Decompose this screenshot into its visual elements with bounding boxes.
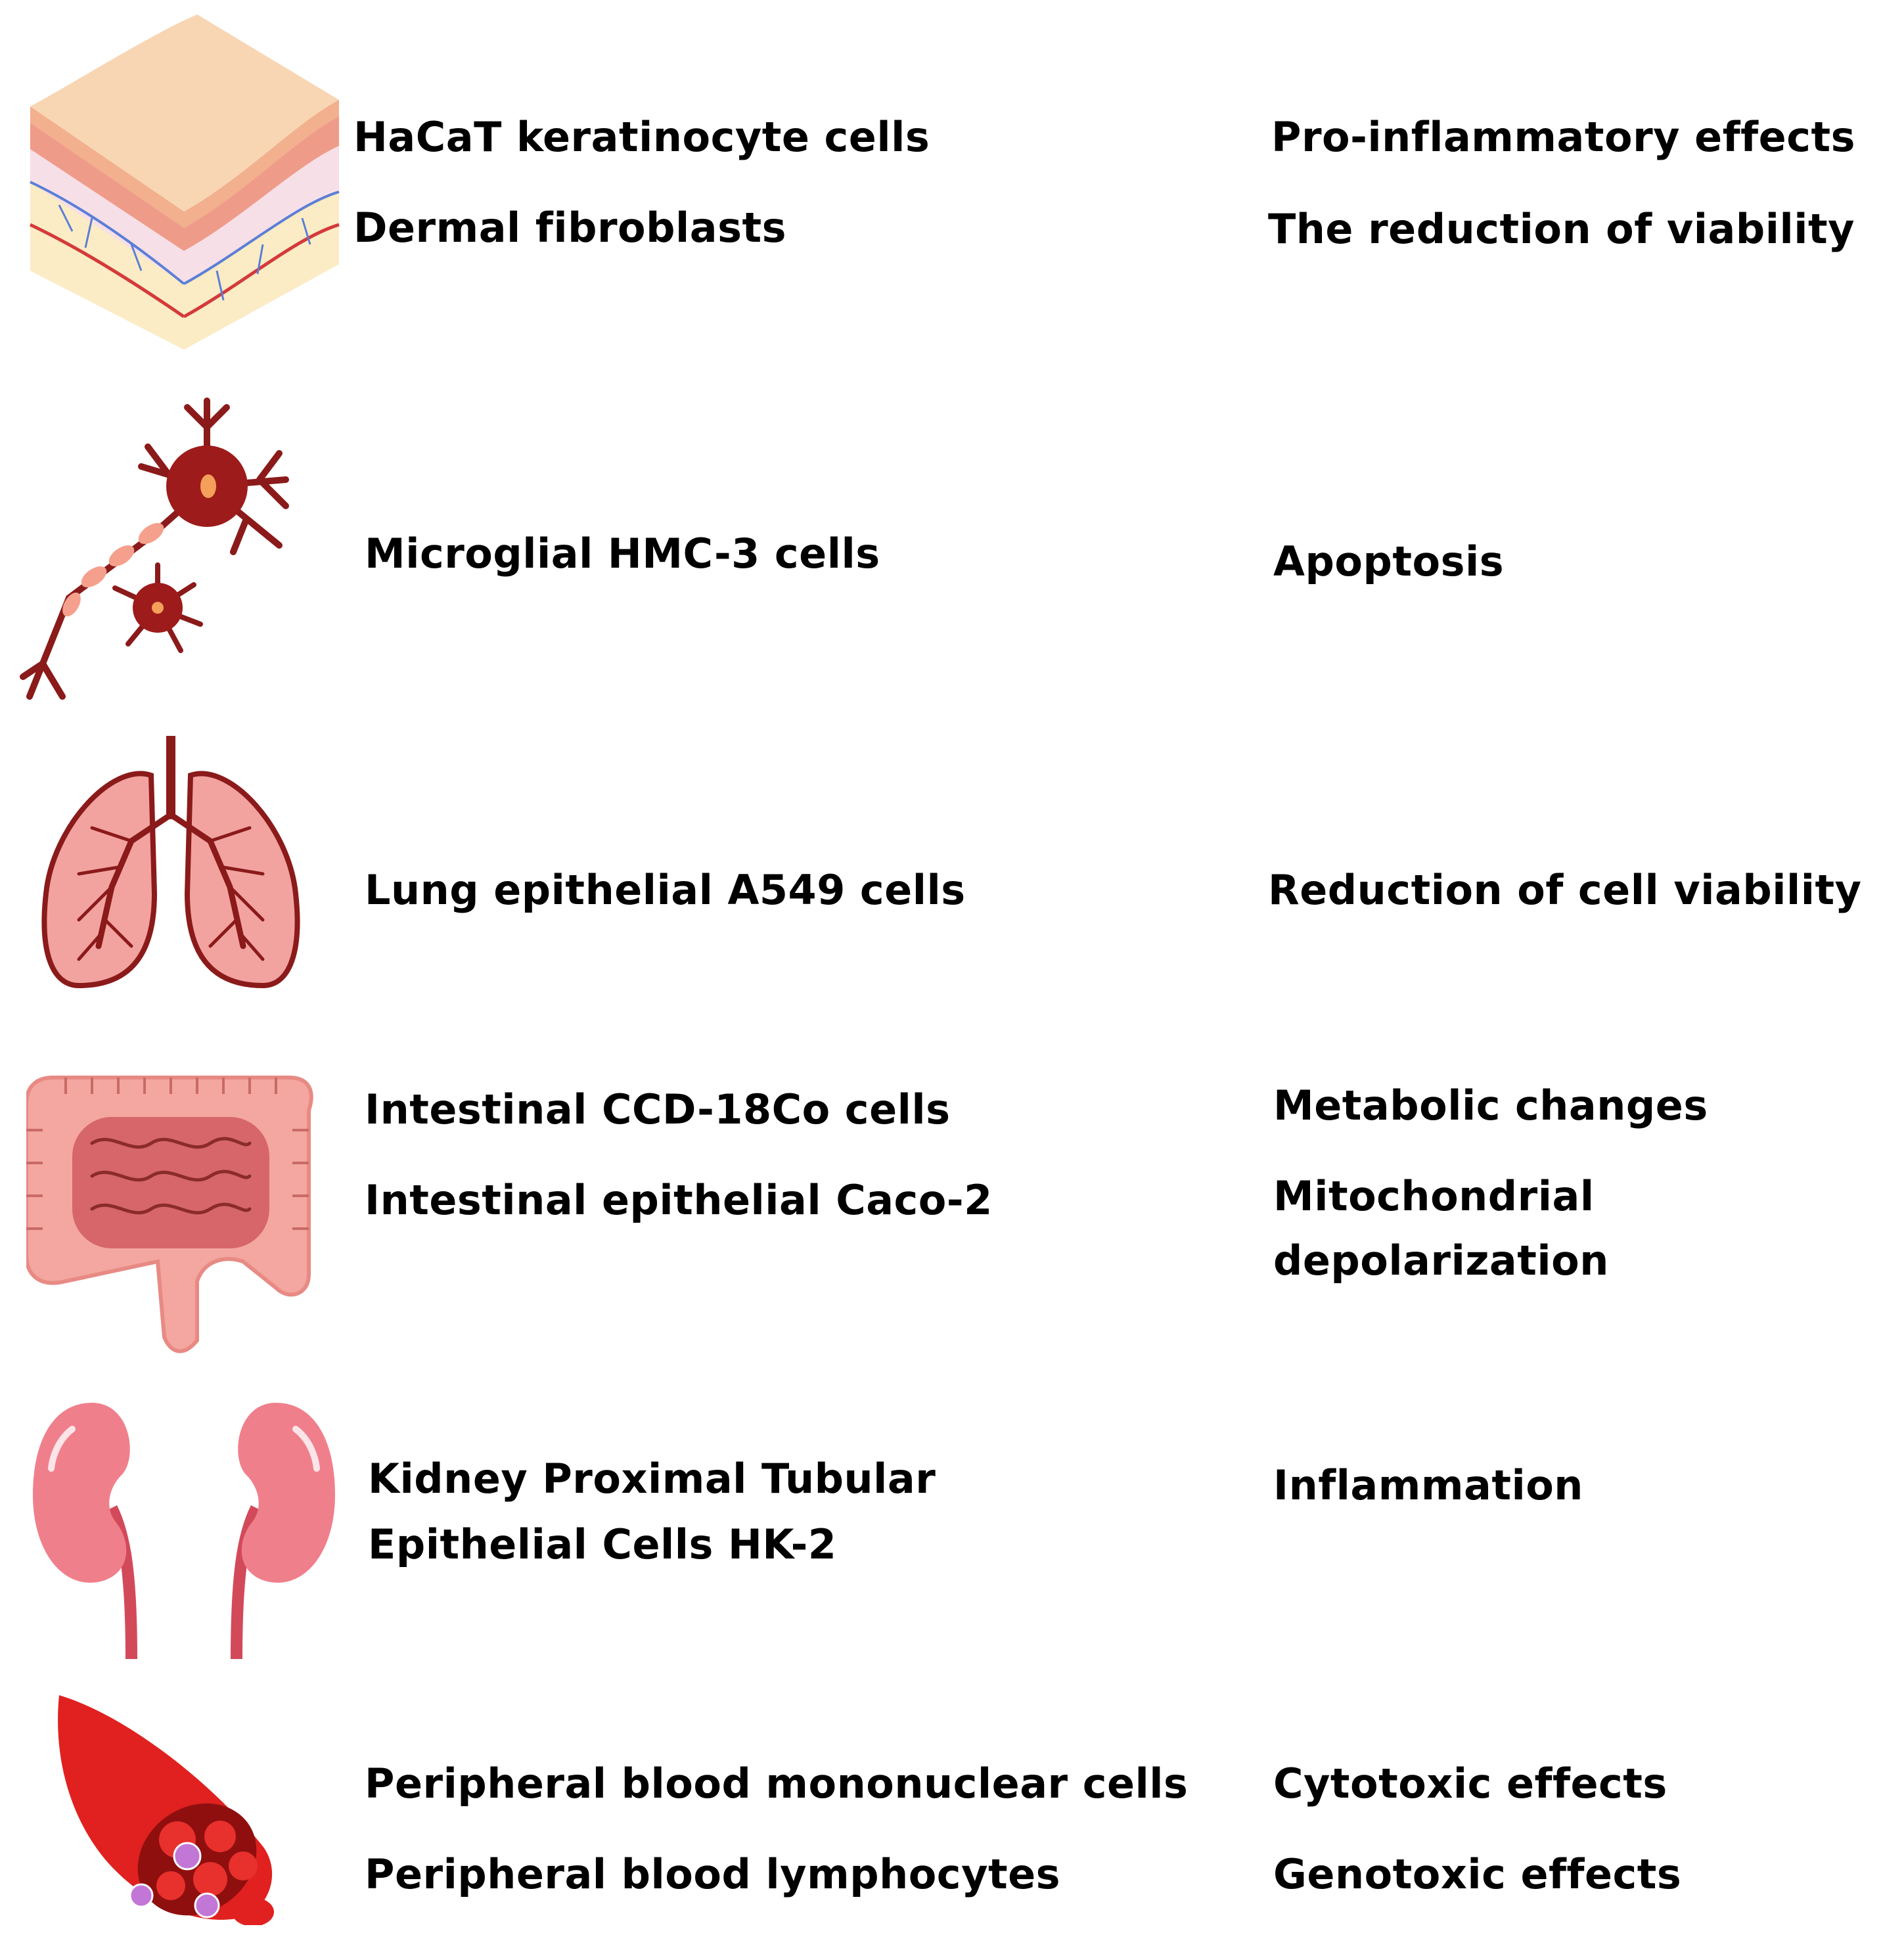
effect-label: Cytotoxic effects <box>1273 1760 1667 1808</box>
effect-label: Apoptosis <box>1273 537 1505 585</box>
neuron-icon <box>20 398 289 700</box>
effect-label: Genotoxic effects <box>1273 1850 1682 1898</box>
cell-type-label: Peripheral blood mononuclear cells <box>365 1760 1189 1808</box>
cell-type-label: Epithelial Cells HK-2 <box>368 1520 837 1568</box>
effect-label: Reduction of cell viability <box>1268 866 1862 914</box>
effect-label: depolarization <box>1273 1237 1609 1285</box>
cell-type-label: Dermal fibroblasts <box>353 204 787 252</box>
cell-type-label: Intestinal CCD-18Co cells <box>365 1085 951 1133</box>
cell-type-label: HaCaT keratinocyte cells <box>353 113 930 161</box>
effect-label: Inflammation <box>1273 1461 1583 1509</box>
cell-type-label: Peripheral blood lymphocytes <box>365 1850 1061 1898</box>
cell-type-label: Kidney Proximal Tubular <box>368 1455 936 1503</box>
effect-label: Mitochondrial <box>1273 1172 1595 1220</box>
effect-label: Metabolic changes <box>1273 1081 1708 1129</box>
effect-label: The reduction of viability <box>1268 205 1855 253</box>
kidneys-icon <box>33 1403 335 1659</box>
skin-layers-icon <box>29 14 340 350</box>
effect-label: Pro-inflammatory effects <box>1271 113 1855 161</box>
cell-type-label: Lung epithelial A549 cells <box>365 866 966 914</box>
intestine-icon <box>26 1076 313 1353</box>
cell-type-label: Intestinal epithelial Caco-2 <box>365 1176 993 1224</box>
lungs-icon <box>41 736 300 989</box>
cell-type-label: Microglial HMC-3 cells <box>365 530 880 578</box>
blood-vessel-icon <box>58 1695 274 1925</box>
